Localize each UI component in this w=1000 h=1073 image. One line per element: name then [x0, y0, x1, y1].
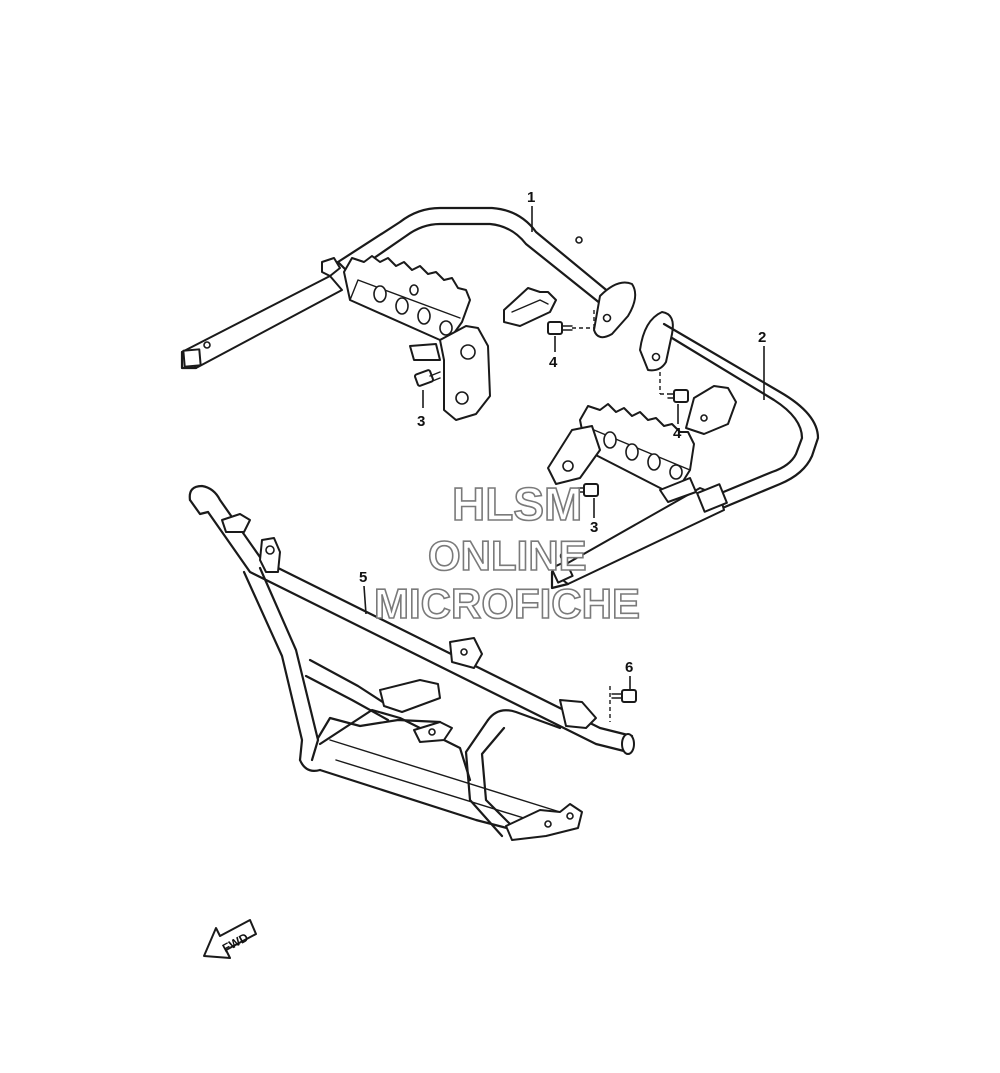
leader-5 [363, 585, 367, 615]
watermark-line2: ONLINE [428, 532, 587, 579]
bolt-6 [609, 676, 637, 722]
callout-4-left: 4 [549, 354, 558, 371]
callout-5: 5 [359, 569, 367, 586]
bolt-4-right [659, 372, 689, 424]
fwd-arrow-icon: FWD [203, 919, 257, 959]
watermark-line3: MICROFICHE [374, 580, 640, 627]
front-guard-frame [188, 484, 635, 841]
callout-6: 6 [625, 659, 633, 676]
callout-3-left: 3 [417, 413, 425, 430]
callout-4-right: 4 [673, 425, 682, 442]
footrest-frame-left [180, 206, 637, 421]
callout-3-right: 3 [590, 519, 598, 536]
callout-1: 1 [527, 189, 535, 206]
watermark-line1: HLSM [452, 478, 582, 530]
bolt-3-left [413, 369, 441, 408]
bolt-4-left [547, 310, 595, 352]
footrest-frame-right [547, 311, 820, 590]
callout-2: 2 [758, 329, 766, 346]
bolt-3-right [577, 483, 599, 518]
